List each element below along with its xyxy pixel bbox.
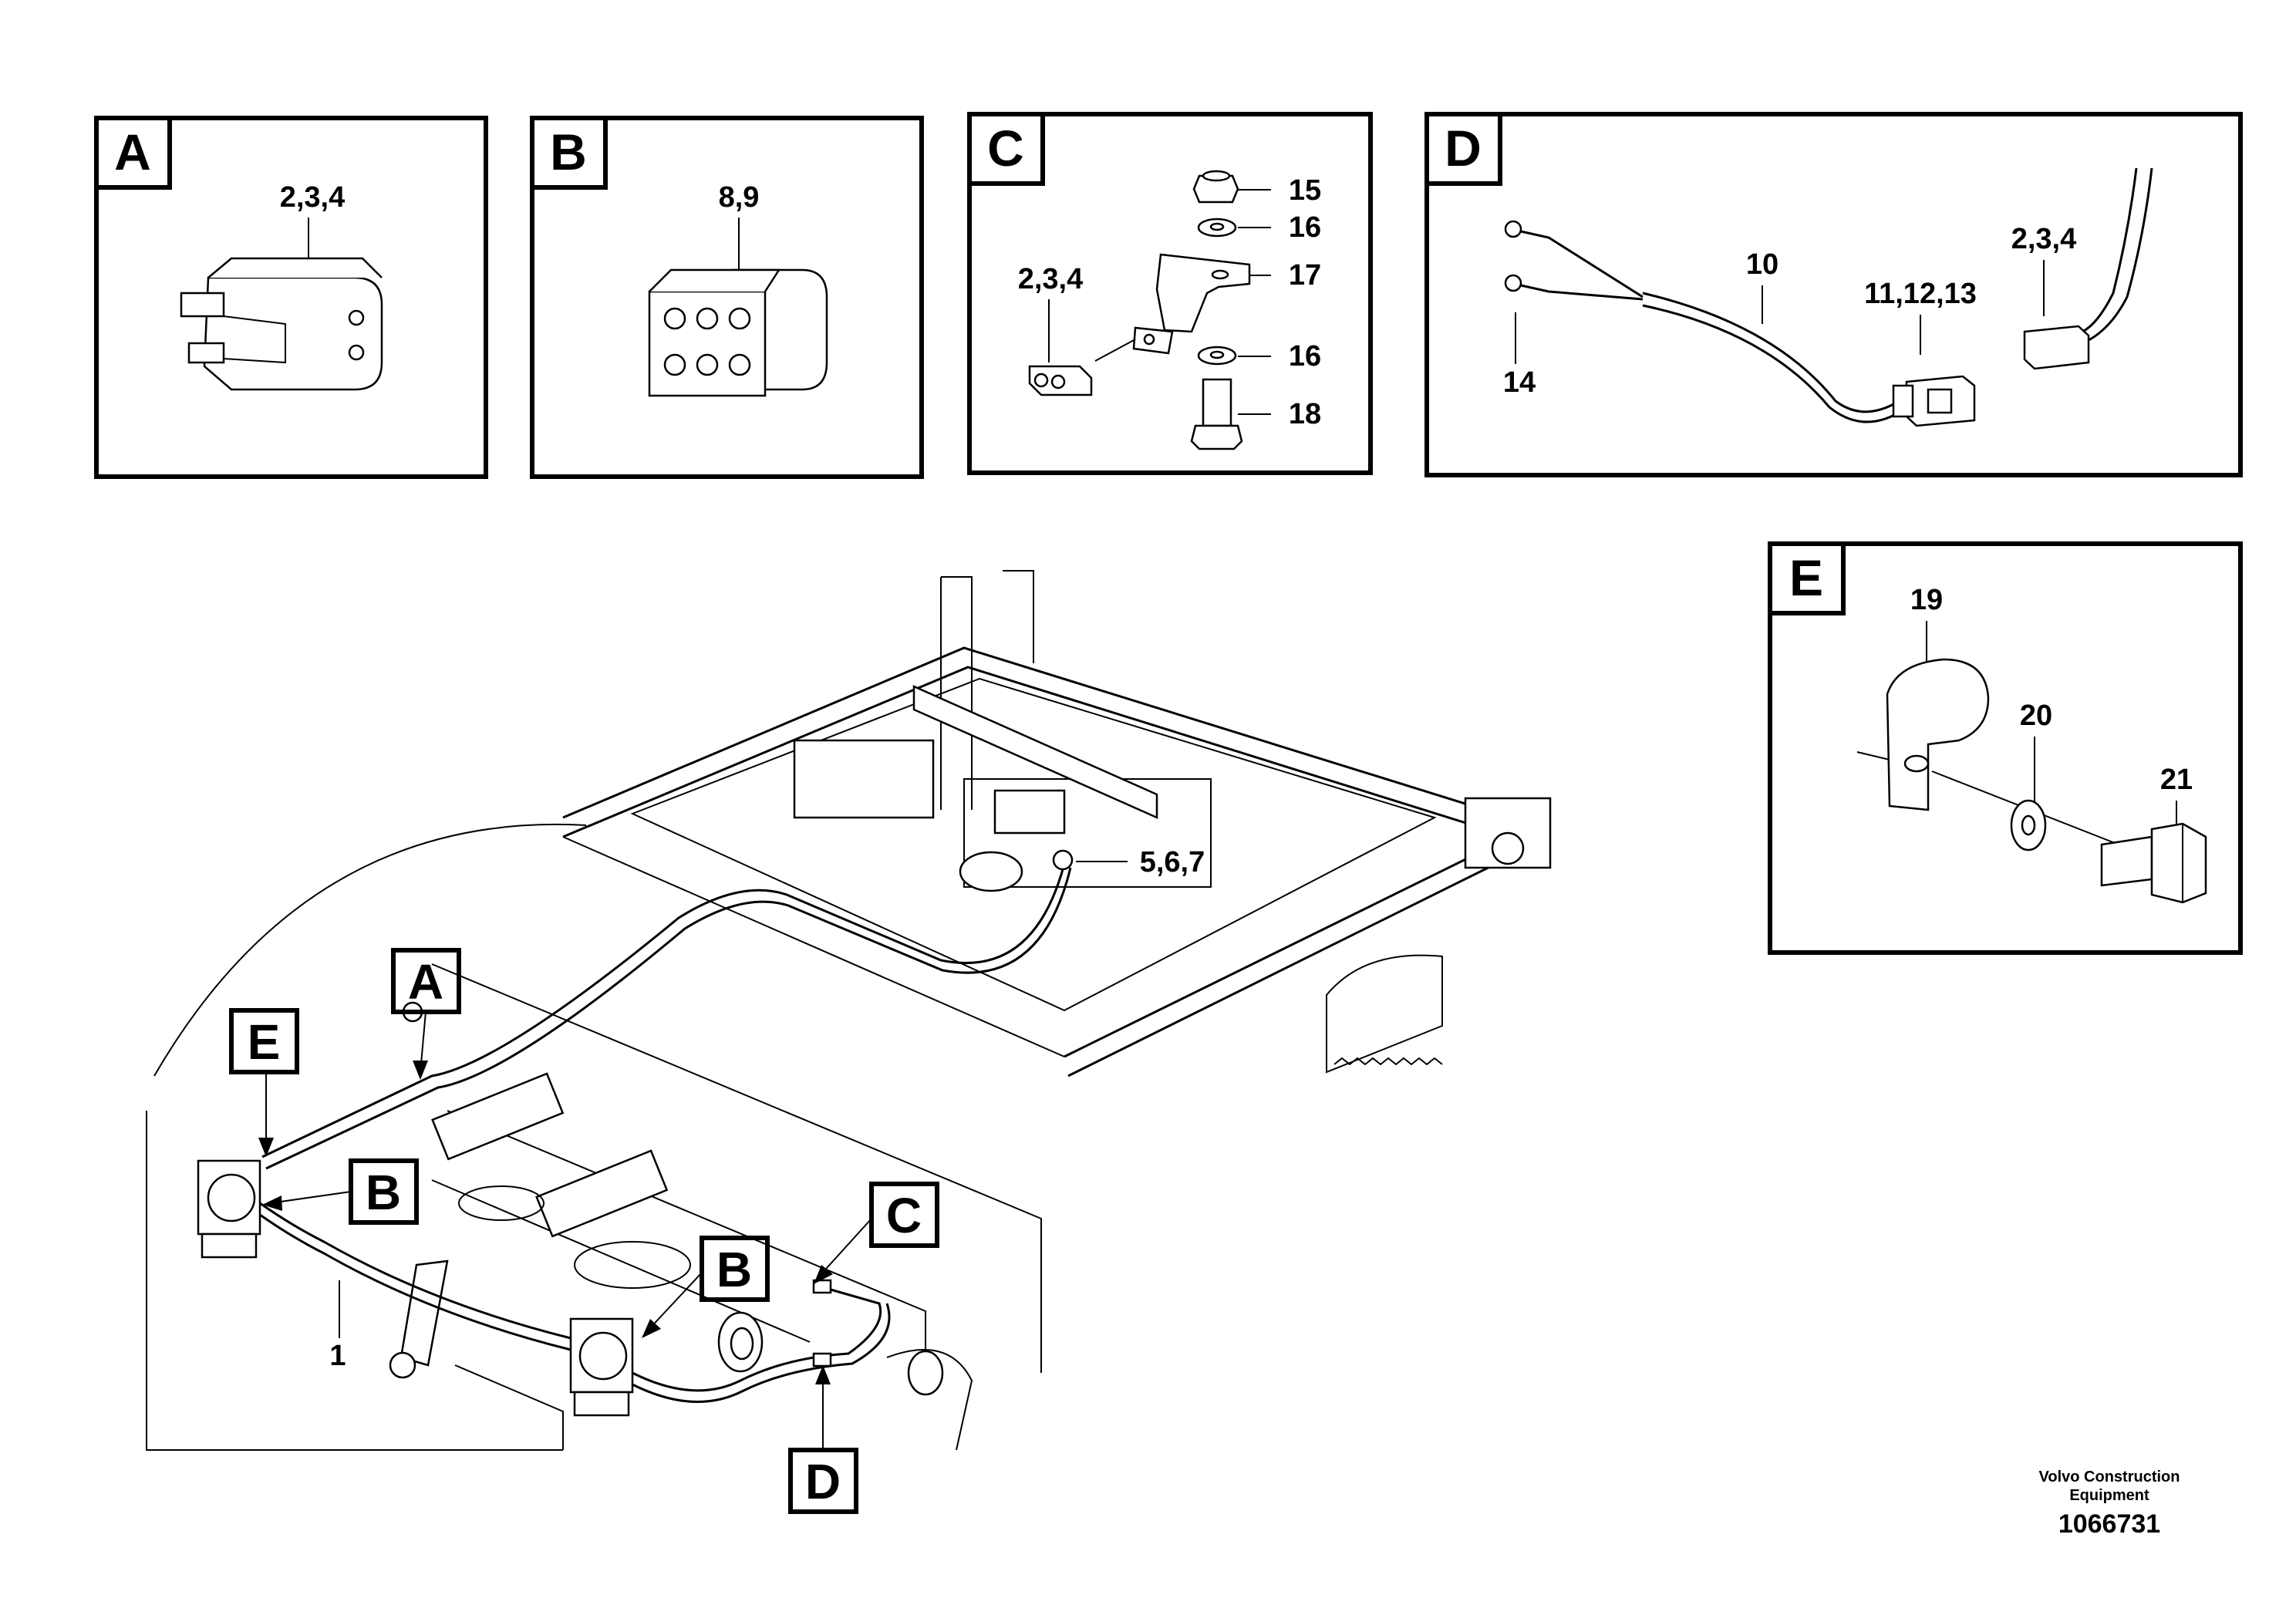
panel-b-callout-connector: 8,9 [719, 181, 760, 214]
detail-panel-c: C 15 16 17 16 18 2,3,4 [967, 112, 1373, 475]
connector-male [1892, 375, 1976, 427]
panel-b-letter: B [550, 123, 587, 180]
marker-b-left: B [262, 1158, 419, 1225]
hex-bolt-large [2100, 822, 2207, 904]
work-light-right [569, 1317, 634, 1417]
panel-e-callout-clamp: 19 [1910, 584, 1943, 616]
panel-c-callout-bolt: 18 [1289, 398, 1321, 430]
cable-harness-branch [1504, 167, 2153, 423]
washer-top [1197, 218, 1237, 238]
main-callout-harness: 1 [329, 1340, 346, 1372]
panel-d-callout-connector-middle: 11,12,13 [1864, 278, 1977, 310]
cable-clamp [1856, 658, 1990, 811]
panel-c-letter: C [987, 120, 1024, 177]
detail-panel-d: D 10 2,3,4 11,12,13 14 [1424, 112, 2243, 477]
drawing-number: 1066731 [2058, 1509, 2161, 1539]
washer-bottom [1197, 346, 1237, 366]
panel-a-callout-connector: 2,3,4 [280, 181, 346, 214]
work-light-left [197, 1159, 261, 1259]
marker-e: E [229, 1008, 299, 1157]
svg-text:D: D [805, 1454, 841, 1509]
hex-nut [1192, 170, 1239, 204]
panel-c-callout-connector: 2,3,4 [1018, 263, 1084, 295]
panel-e-callout-washer: 20 [2020, 700, 2052, 732]
manufacturer-line-1: Volvo Construction [2038, 1469, 2180, 1485]
detail-panel-e: E 19 20 21 [1768, 541, 2243, 955]
marker-b-right: B [642, 1236, 770, 1338]
panel-d-letter: D [1445, 120, 1482, 177]
panel-a-letter: A [114, 123, 151, 180]
flat-washer [2010, 799, 2047, 851]
panel-d-callout-connector-right: 2,3,4 [2011, 223, 2077, 255]
svg-text:E: E [248, 1014, 281, 1070]
connector-small [1028, 365, 1093, 396]
svg-text:B: B [366, 1165, 401, 1220]
svg-text:C: C [886, 1188, 922, 1243]
panel-d-callout-ring-terminal: 14 [1503, 366, 1536, 399]
panel-e-letter: E [1789, 549, 1823, 606]
detail-panel-b: B 8,9 [530, 116, 924, 479]
detail-panel-a: A 2,3,4 [94, 116, 488, 479]
connector-housing-6pin [648, 268, 828, 397]
main-assembly: 5,6,7 1 A E B B [146, 570, 1552, 1514]
marker-a: A [391, 948, 461, 1080]
marker-d: D [788, 1365, 858, 1514]
panel-d-callout-cable: 10 [1746, 248, 1778, 281]
main-callout-ground-point: 5,6,7 [1140, 846, 1205, 878]
manufacturer-line-2: Equipment [2069, 1487, 2149, 1504]
wiring-harness [259, 849, 1074, 1403]
hex-bolt [1190, 378, 1243, 450]
manufacturer-name: Volvo Construction Equipment [1994, 1468, 2225, 1505]
connector-housing-2pin [180, 257, 383, 391]
connector-female [2023, 325, 2090, 370]
horn [717, 1311, 764, 1373]
panel-e-callout-bolt: 21 [2160, 764, 2193, 796]
clip-tab [1132, 326, 1174, 355]
mounting-bracket [1155, 253, 1251, 333]
panel-c-callout-washer-bottom: 16 [1289, 340, 1321, 373]
panel-c-callout-nut: 15 [1289, 174, 1321, 207]
panel-c-callout-bracket: 17 [1289, 259, 1321, 292]
svg-text:B: B [716, 1242, 752, 1297]
svg-text:A: A [408, 954, 443, 1010]
marker-c: C [814, 1182, 939, 1284]
panel-c-callout-washer-top: 16 [1289, 211, 1321, 244]
